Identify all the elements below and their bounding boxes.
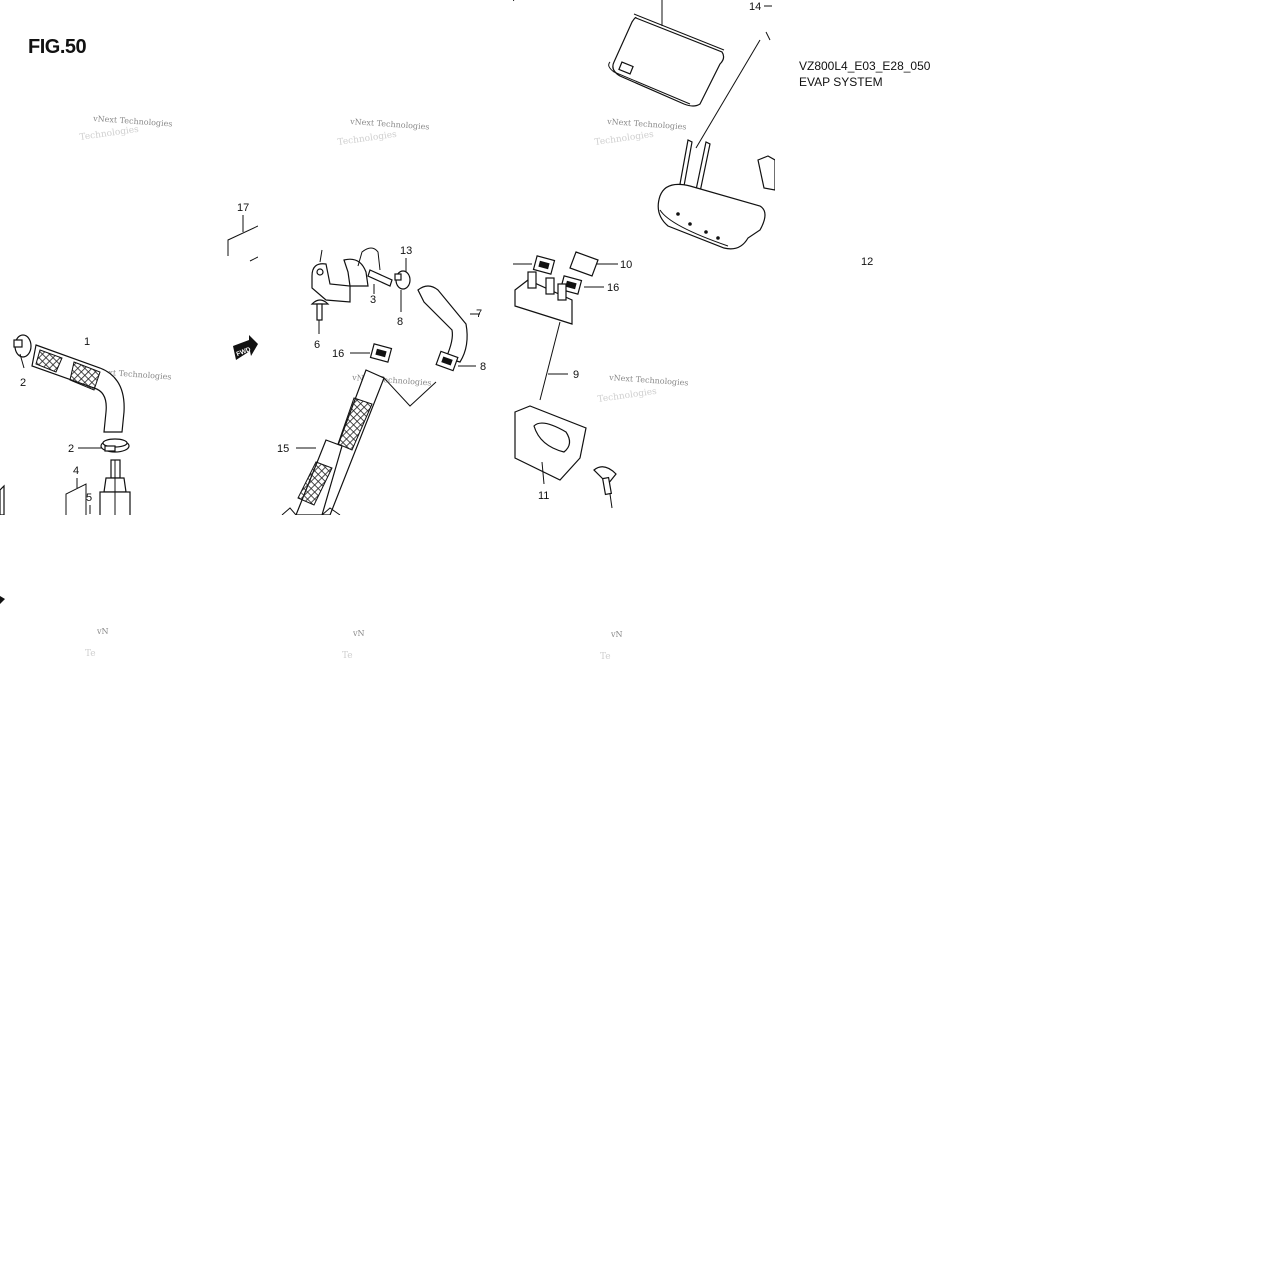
evap-hose-part — [281, 369, 437, 515]
bracket-part — [514, 405, 587, 485]
figure-title: FIG.50 — [28, 36, 87, 58]
right-panel — [513, 0, 775, 509]
svg-text:vN: vN — [352, 629, 365, 638]
evap-hose-part — [417, 285, 480, 363]
svg-text:Technologies: Technologies — [597, 387, 658, 405]
callout-label: 7 — [476, 308, 482, 320]
evap-hose-part — [31, 344, 125, 433]
svg-text:Te: Te — [85, 649, 96, 659]
hose-clamp-part — [350, 343, 393, 363]
screw-part — [593, 466, 617, 509]
callout-label: 14 — [749, 1, 761, 13]
canister-part — [657, 155, 775, 250]
bracket-part — [311, 247, 393, 303]
middle-panel — [281, 247, 480, 515]
callout-label: 1 — [84, 336, 90, 348]
callout-label: 10 — [620, 259, 632, 271]
svg-text:Technologies: Technologies — [337, 130, 398, 148]
callout-label: 2 — [68, 443, 74, 455]
watermark-text: vNext Technologies — [349, 117, 430, 132]
callout-label: 9 — [573, 369, 579, 381]
hose-clamp-part — [100, 438, 130, 453]
svg-text:Technologies: Technologies — [79, 125, 140, 143]
callout-label: 11 — [538, 490, 549, 502]
callout-label: 16 — [607, 282, 619, 294]
watermark-text: vNext Technologies — [608, 373, 689, 388]
hose-clamp-part — [435, 350, 476, 372]
hose-part — [569, 251, 618, 277]
callout-label: 12 — [861, 256, 873, 268]
callout-label: 8 — [480, 361, 486, 373]
hose-clamp-part — [394, 270, 411, 312]
screw-part — [310, 299, 330, 334]
canister-cover-part — [608, 0, 772, 107]
callout-label: 15 — [277, 443, 289, 455]
svg-text:Te: Te — [600, 652, 611, 662]
check-valve-part — [99, 459, 131, 515]
callout-label: 16 — [332, 348, 344, 360]
callout-label: 2 — [20, 377, 26, 389]
fwd-arrow-icon: FWD — [233, 335, 258, 360]
hose-clamp-part — [13, 334, 32, 369]
callout-label: 13 — [400, 245, 412, 257]
svg-text:vN: vN — [610, 630, 623, 639]
system-name: EVAP SYSTEM — [799, 75, 883, 89]
hose-clamp-part — [559, 275, 604, 295]
callout-label: 6 — [314, 339, 320, 351]
callout-label: 4 — [73, 465, 79, 477]
left-panel: FWD — [0, 225, 258, 515]
part-callouts: 1 2 2 3 4 5 6 7 8 8 9 10 11 12 13 14 15 … — [20, 1, 873, 514]
hose-clamp-part — [513, 255, 556, 275]
svg-text:vN: vN — [96, 627, 109, 636]
callout-label: 17 — [237, 202, 249, 214]
callout-label: 3 — [370, 294, 376, 306]
svg-text:Technologies: Technologies — [594, 130, 655, 148]
figure-code: VZ800L4_E03_E28_050 — [799, 59, 931, 73]
watermarks: Technologies vNext Technologies Technolo… — [79, 114, 689, 662]
callout-label: 5 — [86, 492, 92, 504]
svg-text:Te: Te — [342, 651, 353, 661]
watermark-text: vNext Technologies — [606, 117, 687, 132]
callout-label: 8 — [397, 316, 403, 328]
purge-valve-part — [514, 271, 573, 401]
